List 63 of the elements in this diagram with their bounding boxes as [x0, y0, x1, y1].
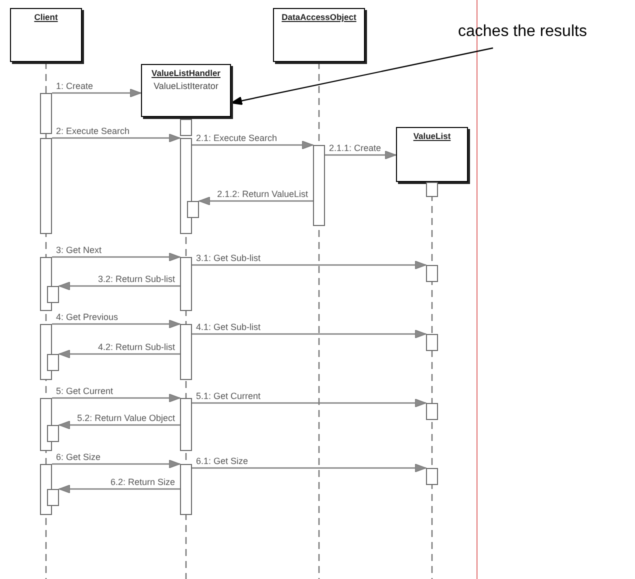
object-name: Client	[34, 12, 58, 23]
message-arrow	[52, 88, 142, 98]
message-label: 2.1: Execute Search	[195, 133, 278, 143]
object-name: DataAccessObject	[282, 12, 356, 23]
message-arrow	[58, 282, 180, 290]
message-label: 2.1.1: Create	[328, 143, 382, 153]
object-name: ValueListHandler	[152, 68, 220, 79]
message-label: 1: Create	[55, 81, 94, 91]
message-label: 2: Execute Search	[55, 126, 131, 136]
message-label: 5: Get Current	[55, 386, 114, 396]
object-box	[10, 8, 82, 62]
activation-bar	[47, 489, 59, 506]
message-label: 5.2: Return Value Object	[76, 413, 176, 423]
activation-bar	[180, 119, 192, 136]
message-label: 3: Get Next	[55, 245, 103, 255]
activation-bar	[40, 93, 52, 134]
object-box	[396, 127, 468, 182]
message-arrow	[325, 150, 396, 160]
message-label: 5.1: Get Current	[195, 391, 262, 401]
activation-bar	[180, 138, 192, 234]
activation-bar	[180, 257, 192, 311]
message-arrow	[52, 460, 180, 468]
message-arrow	[52, 394, 180, 402]
message-arrow	[52, 134, 180, 142]
object-member: ValueListIterator	[154, 80, 218, 92]
activation-bar	[426, 403, 438, 420]
activation-bar	[47, 354, 59, 371]
message-label: 2.1.2: Return ValueList	[216, 189, 309, 199]
activation-bar	[40, 138, 52, 234]
activation-bar	[426, 334, 438, 351]
activation-bar	[47, 425, 59, 442]
activation-bar	[426, 468, 438, 485]
message-label: 4: Get Previous	[55, 312, 120, 322]
message-label: 6.2: Return Size	[109, 477, 176, 487]
message-label: 6.1: Get Size	[195, 456, 250, 466]
message-arrow	[192, 464, 426, 472]
object-box	[141, 64, 231, 117]
object-name: ValueList	[413, 131, 451, 142]
object-box	[273, 8, 365, 62]
message-arrow	[192, 398, 426, 408]
message-arrow	[58, 484, 180, 494]
message-arrow	[192, 140, 314, 150]
activation-bar	[313, 145, 325, 226]
activation-bar	[426, 265, 438, 282]
message-arrow	[192, 330, 426, 338]
message-label: 4.2: Return Sub-list	[96, 342, 176, 352]
message-arrow	[58, 350, 180, 358]
activation-bar	[426, 182, 438, 197]
message-arrow	[52, 320, 180, 328]
message-arrow	[52, 252, 180, 262]
activation-bar	[180, 464, 192, 515]
message-label: 6: Get Size	[55, 452, 102, 462]
message-label: 3.1: Get Sub-list	[195, 253, 262, 263]
message-label: 4.1: Get Sub-list	[195, 322, 262, 332]
message-arrow	[192, 260, 426, 270]
activation-bar	[180, 324, 192, 380]
activation-bar	[47, 286, 59, 303]
message-arrow	[198, 196, 313, 206]
leader-line	[230, 47, 494, 106]
activation-bar	[187, 201, 199, 218]
message-arrow	[58, 420, 180, 430]
message-label: 3.2: Return Sub-list	[96, 274, 176, 284]
activation-bar	[180, 398, 192, 451]
